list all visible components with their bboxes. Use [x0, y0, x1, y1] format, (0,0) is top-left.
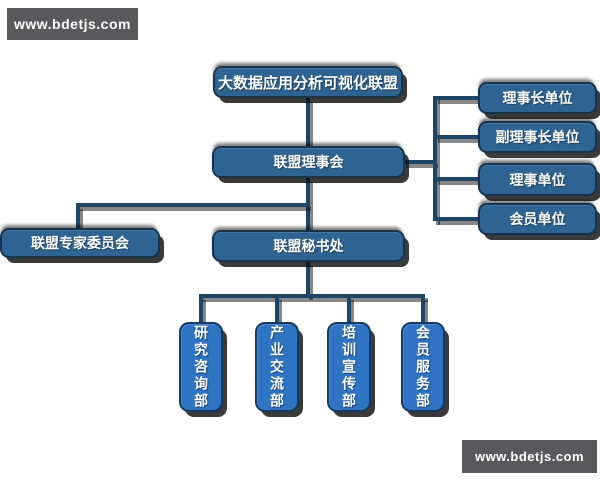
org-unit-member-box: 会员单位 — [478, 203, 597, 235]
connector-depts-crossbar — [199, 294, 425, 298]
watermark-bottom: www.bdetjs.com — [462, 440, 597, 473]
watermark-top: www.bdetjs.com — [7, 8, 138, 40]
connector-root-to-council — [306, 98, 310, 146]
org-dept-training-box: 培训宣传部 — [327, 322, 371, 412]
org-expert-committee-box: 联盟专家委员会 — [0, 228, 160, 258]
org-council-box: 联盟理事会 — [212, 146, 405, 178]
org-dept-research-box: 研究咨询部 — [179, 322, 223, 412]
connector-stub-dept-4 — [421, 296, 425, 323]
connector-stub-unit-1 — [435, 96, 478, 100]
org-secretariat-box: 联盟秘书处 — [212, 230, 405, 262]
org-root-box: 大数据应用分析可视化联盟 — [213, 66, 403, 98]
org-dept-industry-box: 产业交流部 — [255, 322, 299, 412]
connector-stub-unit-2 — [435, 135, 478, 139]
connector-branch-to-expert-drop — [76, 205, 80, 229]
connector-council-to-secretariat — [306, 178, 310, 230]
org-dept-member-service-box: 会员服务部 — [401, 322, 445, 412]
connector-stub-unit-4 — [435, 217, 478, 221]
connector-units-spine — [433, 96, 437, 221]
connector-branch-to-expert-horizontal — [76, 203, 308, 207]
connector-secretariat-to-depts — [306, 262, 310, 296]
connector-stub-dept-1 — [199, 296, 203, 323]
org-unit-director-box: 理事单位 — [478, 163, 597, 196]
connector-stub-dept-2 — [275, 296, 279, 323]
connector-stub-unit-3 — [435, 177, 478, 181]
connector-council-to-units-horizontal — [403, 160, 435, 164]
connector-stub-dept-3 — [347, 296, 351, 323]
org-unit-chairman-box: 理事长单位 — [478, 82, 597, 114]
org-unit-vice-chairman-box: 副理事长单位 — [478, 121, 597, 153]
